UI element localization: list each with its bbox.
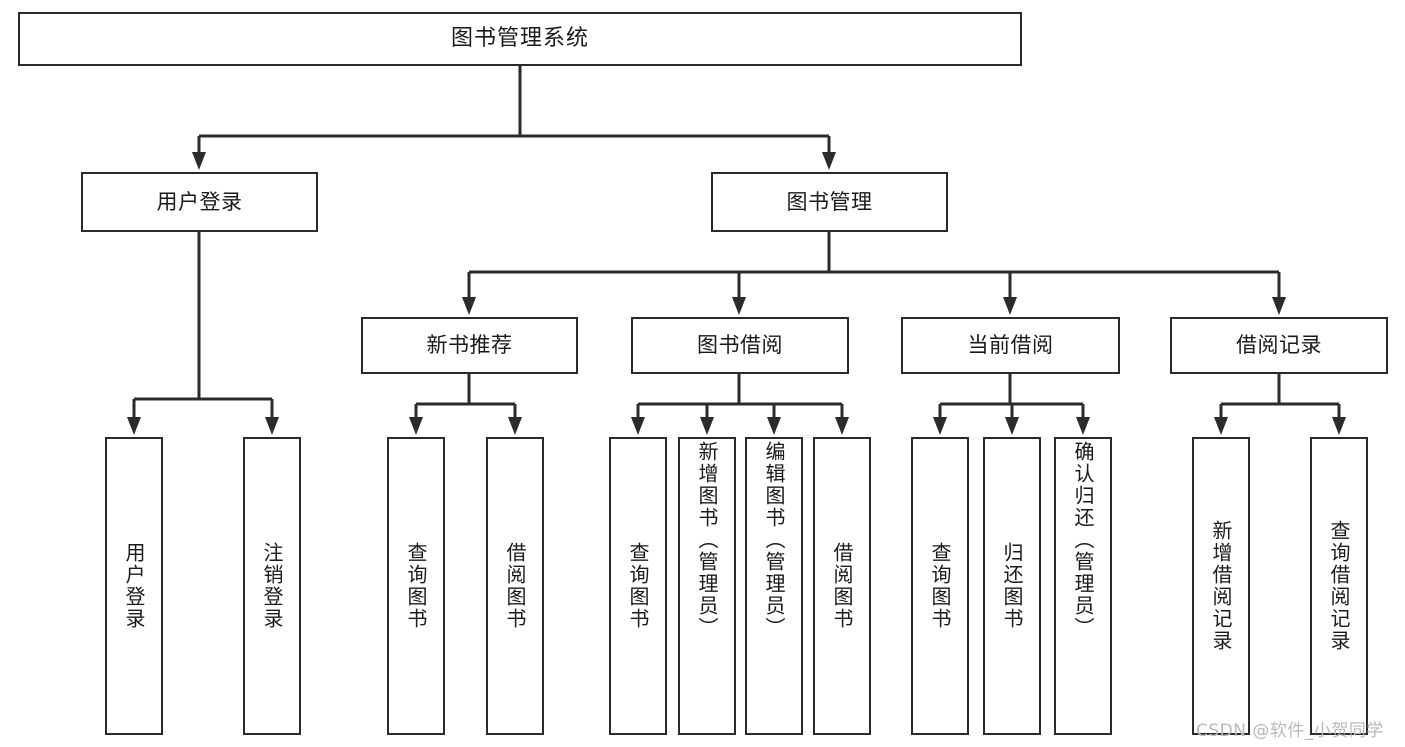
book-manage-to-level3-arrowhead-0 [462, 297, 476, 315]
node-user-login[interactable]: 用户登录 [81, 172, 318, 232]
node-label-leaf-query-book-2: 查询图书 [626, 542, 650, 630]
node-label-leaf-return-book: 归还图书 [1000, 542, 1024, 630]
new-book-rec-to-leaves-arrowhead-1 [508, 417, 522, 435]
node-leaf-logout[interactable]: 注销登录 [243, 437, 301, 735]
node-label-book-borrow: 图书借阅 [697, 333, 783, 358]
node-leaf-return-book[interactable]: 归还图书 [983, 437, 1041, 735]
node-book-borrow[interactable]: 图书借阅 [631, 317, 849, 374]
book-borrow-to-leaves-arrowhead-1 [700, 417, 714, 435]
node-current-borrow[interactable]: 当前借阅 [901, 317, 1120, 374]
node-label-leaf-logout: 注销登录 [260, 542, 284, 630]
node-leaf-user-login[interactable]: 用户登录 [105, 437, 163, 735]
node-label-leaf-edit-book-admin: 编辑图书（管理员） [762, 441, 786, 639]
node-label-leaf-query-record: 查询借阅记录 [1327, 520, 1351, 652]
node-label-leaf-add-record: 新增借阅记录 [1209, 520, 1233, 652]
book-manage-to-level3-arrowhead-1 [732, 297, 746, 315]
node-book-manage[interactable]: 图书管理 [711, 172, 948, 232]
node-label-leaf-confirm-return-admin: 确认归还（管理员） [1071, 441, 1095, 639]
node-borrow-record[interactable]: 借阅记录 [1170, 317, 1388, 374]
borrow-record-to-leaves-arrowhead-1 [1332, 417, 1346, 435]
book-borrow-to-leaves-arrowhead-0 [631, 417, 645, 435]
current-borrow-to-leaves-arrowhead-2 [1076, 417, 1090, 435]
node-leaf-query-record[interactable]: 查询借阅记录 [1310, 437, 1368, 735]
node-root[interactable]: 图书管理系统 [18, 12, 1022, 66]
node-label-user-login: 用户登录 [156, 189, 243, 214]
node-label-leaf-query-book-3: 查询图书 [928, 542, 952, 630]
node-leaf-query-book-1[interactable]: 查询图书 [387, 437, 445, 735]
node-label-leaf-query-book-1: 查询图书 [404, 542, 428, 630]
node-label-leaf-add-book-admin: 新增图书（管理员） [695, 441, 719, 639]
book-borrow-to-leaves-arrowhead-2 [767, 417, 781, 435]
node-leaf-query-book-3[interactable]: 查询图书 [911, 437, 969, 735]
node-label-leaf-user-login: 用户登录 [122, 542, 146, 630]
node-new-book-rec[interactable]: 新书推荐 [361, 317, 578, 374]
node-label-root: 图书管理系统 [450, 26, 589, 52]
book-borrow-to-leaves-arrowhead-3 [835, 417, 849, 435]
user-login-to-leaves-arrowhead-0 [127, 417, 141, 435]
node-label-new-book-rec: 新书推荐 [426, 333, 513, 358]
node-label-borrow-record: 借阅记录 [1236, 333, 1322, 358]
new-book-rec-to-leaves-arrowhead-0 [409, 417, 423, 435]
book-manage-to-level3-arrowhead-2 [1003, 297, 1017, 315]
node-leaf-add-record[interactable]: 新增借阅记录 [1192, 437, 1250, 735]
borrow-record-to-leaves-arrowhead-0 [1214, 417, 1228, 435]
node-leaf-add-book-admin[interactable]: 新增图书（管理员） [678, 437, 736, 735]
node-label-leaf-borrow-book-1: 借阅图书 [503, 542, 527, 630]
root-to-level2-arrowhead-0 [192, 152, 206, 170]
node-label-book-manage: 图书管理 [786, 189, 873, 214]
current-borrow-to-leaves-arrowhead-1 [1005, 417, 1019, 435]
node-leaf-borrow-book-1[interactable]: 借阅图书 [486, 437, 544, 735]
node-leaf-edit-book-admin[interactable]: 编辑图书（管理员） [745, 437, 803, 735]
node-label-leaf-borrow-book-2: 借阅图书 [830, 542, 854, 630]
node-leaf-borrow-book-2[interactable]: 借阅图书 [813, 437, 871, 735]
node-leaf-query-book-2[interactable]: 查询图书 [609, 437, 667, 735]
node-leaf-confirm-return-admin[interactable]: 确认归还（管理员） [1054, 437, 1112, 735]
current-borrow-to-leaves-arrowhead-0 [933, 417, 947, 435]
book-manage-to-level3-arrowhead-3 [1272, 297, 1286, 315]
user-login-to-leaves-arrowhead-1 [265, 417, 279, 435]
node-label-current-borrow: 当前借阅 [967, 333, 1054, 358]
root-to-level2-arrowhead-1 [822, 152, 836, 170]
connector-group [127, 66, 1346, 435]
